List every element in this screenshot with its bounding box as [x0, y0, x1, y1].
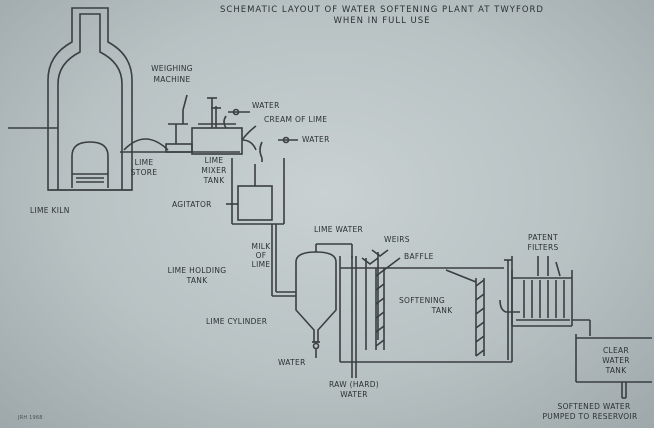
label-milk-of-lime-3: LIME	[251, 260, 271, 269]
label-clear-water-3: TANK	[605, 366, 627, 375]
patent-filters	[511, 256, 591, 336]
label-water-bottom: WATER	[278, 358, 306, 367]
clear-water-tank	[575, 334, 652, 399]
label-raw-water-2: WATER	[340, 390, 368, 399]
signature-mark: JRH 1968	[18, 415, 43, 421]
label-lime-mixer-1: LIME	[204, 156, 224, 165]
mixer-feed-pipes	[241, 125, 298, 162]
milk-of-lime-pipe	[271, 224, 296, 297]
label-cream-of-lime: CREAM OF LIME	[264, 115, 328, 124]
diagram-title-line2: WHEN IN FULL USE	[333, 16, 431, 26]
label-lime-holding-2: TANK	[186, 276, 208, 285]
label-lime-holding-1: LIME HOLDING	[167, 266, 227, 275]
label-lime-mixer-3: TANK	[203, 176, 225, 185]
label-baffle: BAFFLE	[404, 252, 434, 261]
lime-mixer-tank	[191, 97, 257, 155]
label-water-mid: WATER	[302, 135, 330, 144]
label-weirs: WEIRS	[384, 235, 410, 244]
label-patent-filters-2: FILTERS	[527, 243, 559, 252]
label-water-top: WATER	[252, 101, 280, 110]
label-lime-kiln: LIME KILN	[30, 206, 70, 215]
label-lime-store-1: LIME	[134, 158, 154, 167]
label-raw-water-1: RAW (HARD)	[328, 380, 380, 389]
lime-cylinder	[295, 243, 353, 358]
label-milk-of-lime-2: OF	[255, 251, 267, 260]
label-softened-water-1: SOFTENED WATER	[557, 402, 631, 411]
label-lime-cylinder: LIME CYLINDER	[206, 317, 268, 326]
label-clear-water-2: WATER	[602, 356, 630, 365]
softening-tank	[339, 249, 520, 378]
label-weighing-machine-1: WEIGHING	[151, 64, 193, 73]
lime-store	[120, 94, 240, 153]
label-lime-water: LIME WATER	[314, 225, 364, 234]
label-softened-water-2: PUMPED TO RESERVOIR	[542, 412, 638, 421]
label-softening-tank-1: Softening	[398, 296, 446, 305]
label-lime-mixer-2: MIXER	[201, 166, 227, 175]
label-patent-filters-1: PATENT	[528, 233, 558, 242]
label-milk-of-lime-1: MILK	[251, 242, 271, 251]
label-softening-tank-2: Tank	[431, 306, 453, 315]
label-weighing-machine-2: MACHINE	[153, 75, 191, 84]
label-clear-water-1: CLEAR	[603, 346, 629, 355]
label-agitator: AGITATOR	[172, 200, 212, 209]
diagram-title-line1: SCHEMATIC LAYOUT OF WATER SOFTENING PLAN…	[220, 5, 544, 15]
lime-holding-tank	[226, 158, 285, 225]
lime-kiln	[8, 7, 133, 191]
label-lime-store-2: STORE	[130, 168, 158, 177]
